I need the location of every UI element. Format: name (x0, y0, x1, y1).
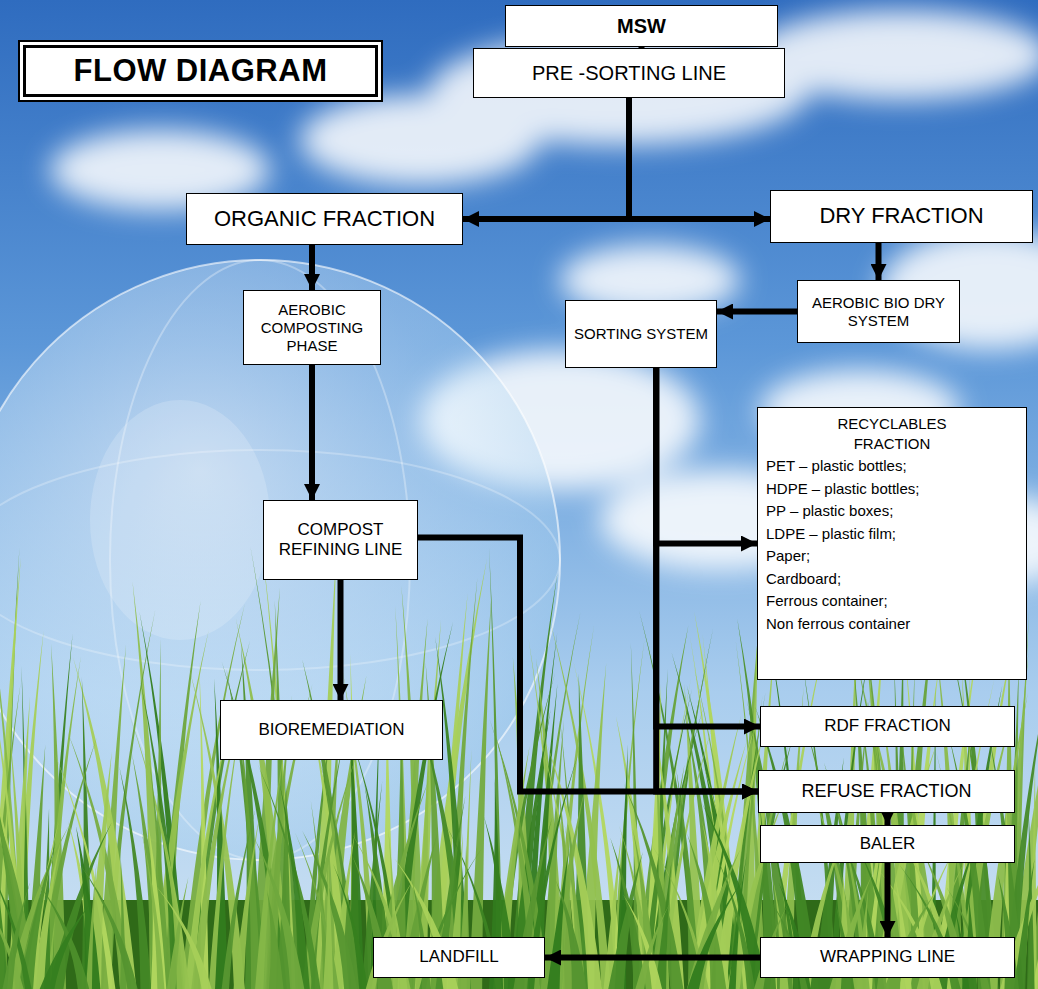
grass-blade (267, 890, 284, 989)
grass-blade (634, 903, 670, 989)
grass-blade (155, 885, 213, 989)
flow-arrow (463, 98, 629, 219)
grass-blade (141, 830, 165, 989)
process-box: LANDFILL (373, 937, 545, 978)
process-box: MSW (505, 5, 778, 47)
grass-blade (685, 881, 743, 989)
process-box: BIOREMEDIATION (220, 700, 443, 760)
grass-blade (129, 714, 190, 989)
list-item: PET – plastic bottles; (766, 455, 907, 478)
title-box: FLOW DIAGRAM (18, 40, 383, 102)
grass-blade (233, 816, 260, 989)
grass-blade (320, 759, 360, 989)
grass-blade (489, 547, 503, 989)
process-box: PRE -SORTING LINE (473, 48, 785, 98)
list-box: RECYCLABLES FRACTIONPET – plastic bottle… (757, 407, 1027, 680)
process-box: REFUSE FRACTION (758, 770, 1015, 813)
process-box: DRY FRACTION (770, 190, 1033, 243)
grass-blade (547, 744, 603, 989)
flow-arrow (885, 813, 891, 825)
grass-blade (180, 603, 245, 989)
list-item: PP – plastic boxes; (766, 500, 893, 523)
node-label: RDF FRACTION (824, 716, 951, 736)
flow-arrow (717, 309, 797, 315)
flow-arrow (885, 863, 891, 937)
node-label: WRAPPING LINE (820, 947, 955, 967)
diagram-title: FLOW DIAGRAM (74, 53, 328, 89)
list-item: Paper; (766, 545, 810, 568)
flow-arrow (338, 580, 344, 700)
node-label: COMPOST REFINING LINE (270, 520, 411, 561)
flow-arrow (629, 98, 770, 219)
flow-arrow (309, 365, 315, 500)
flow-arrow (656, 368, 758, 792)
node-label: AEROBIC BIO DRY SYSTEM (804, 294, 953, 330)
grass-blade (556, 881, 588, 989)
process-box: SORTING SYSTEM (565, 300, 717, 368)
flow-arrow (656, 368, 757, 544)
node-label: AEROBIC COMPOSTING PHASE (250, 301, 374, 355)
grass-blade (37, 904, 89, 989)
list-item: LDPE – plastic film; (766, 523, 896, 546)
grass-blade (79, 863, 139, 989)
node-label: REFUSE FRACTION (801, 781, 971, 803)
process-box: AEROBIC COMPOSTING PHASE (243, 290, 381, 365)
node-label: ORGANIC FRACTION (214, 206, 435, 232)
process-box: COMPOST REFINING LINE (263, 500, 418, 580)
process-box: WRAPPING LINE (760, 937, 1015, 978)
list-item: Cardboard; (766, 568, 841, 591)
node-label: BIOREMEDIATION (258, 720, 404, 740)
node-label: BALER (860, 834, 916, 854)
flow-arrow (545, 955, 760, 961)
grass-blade (254, 838, 305, 989)
node-label: DRY FRACTION (819, 203, 983, 229)
flow-arrow (309, 245, 315, 290)
process-box: BALER (760, 825, 1015, 863)
node-label: PRE -SORTING LINE (532, 61, 726, 85)
grass-blade (716, 855, 756, 989)
grass-blade (295, 832, 340, 989)
node-label: RECYCLABLES FRACTION (817, 414, 967, 453)
process-box: RDF FRACTION (760, 706, 1015, 747)
grass-blade (85, 863, 96, 989)
title-inner-box: FLOW DIAGRAM (23, 45, 378, 97)
grass-blade (333, 864, 368, 989)
list-item: Ferrous container; (766, 590, 888, 613)
flow-arrow (656, 368, 760, 727)
node-label: LANDFILL (419, 947, 498, 967)
grass-blade (687, 834, 727, 989)
grass-blade (1, 882, 30, 989)
list-item: Non ferrous container (766, 613, 910, 636)
grass-blade (323, 860, 334, 989)
node-label: SORTING SYSTEM (574, 325, 708, 343)
grass-blade (68, 820, 101, 989)
process-box: ORGANIC FRACTION (186, 193, 463, 245)
node-label: MSW (617, 14, 666, 38)
list-item: HDPE – plastic bottles; (766, 478, 919, 501)
grass-blade (546, 848, 569, 989)
flow-arrow (418, 538, 758, 792)
flow-arrow (876, 243, 882, 280)
process-box: AEROBIC BIO DRY SYSTEM (797, 280, 960, 343)
